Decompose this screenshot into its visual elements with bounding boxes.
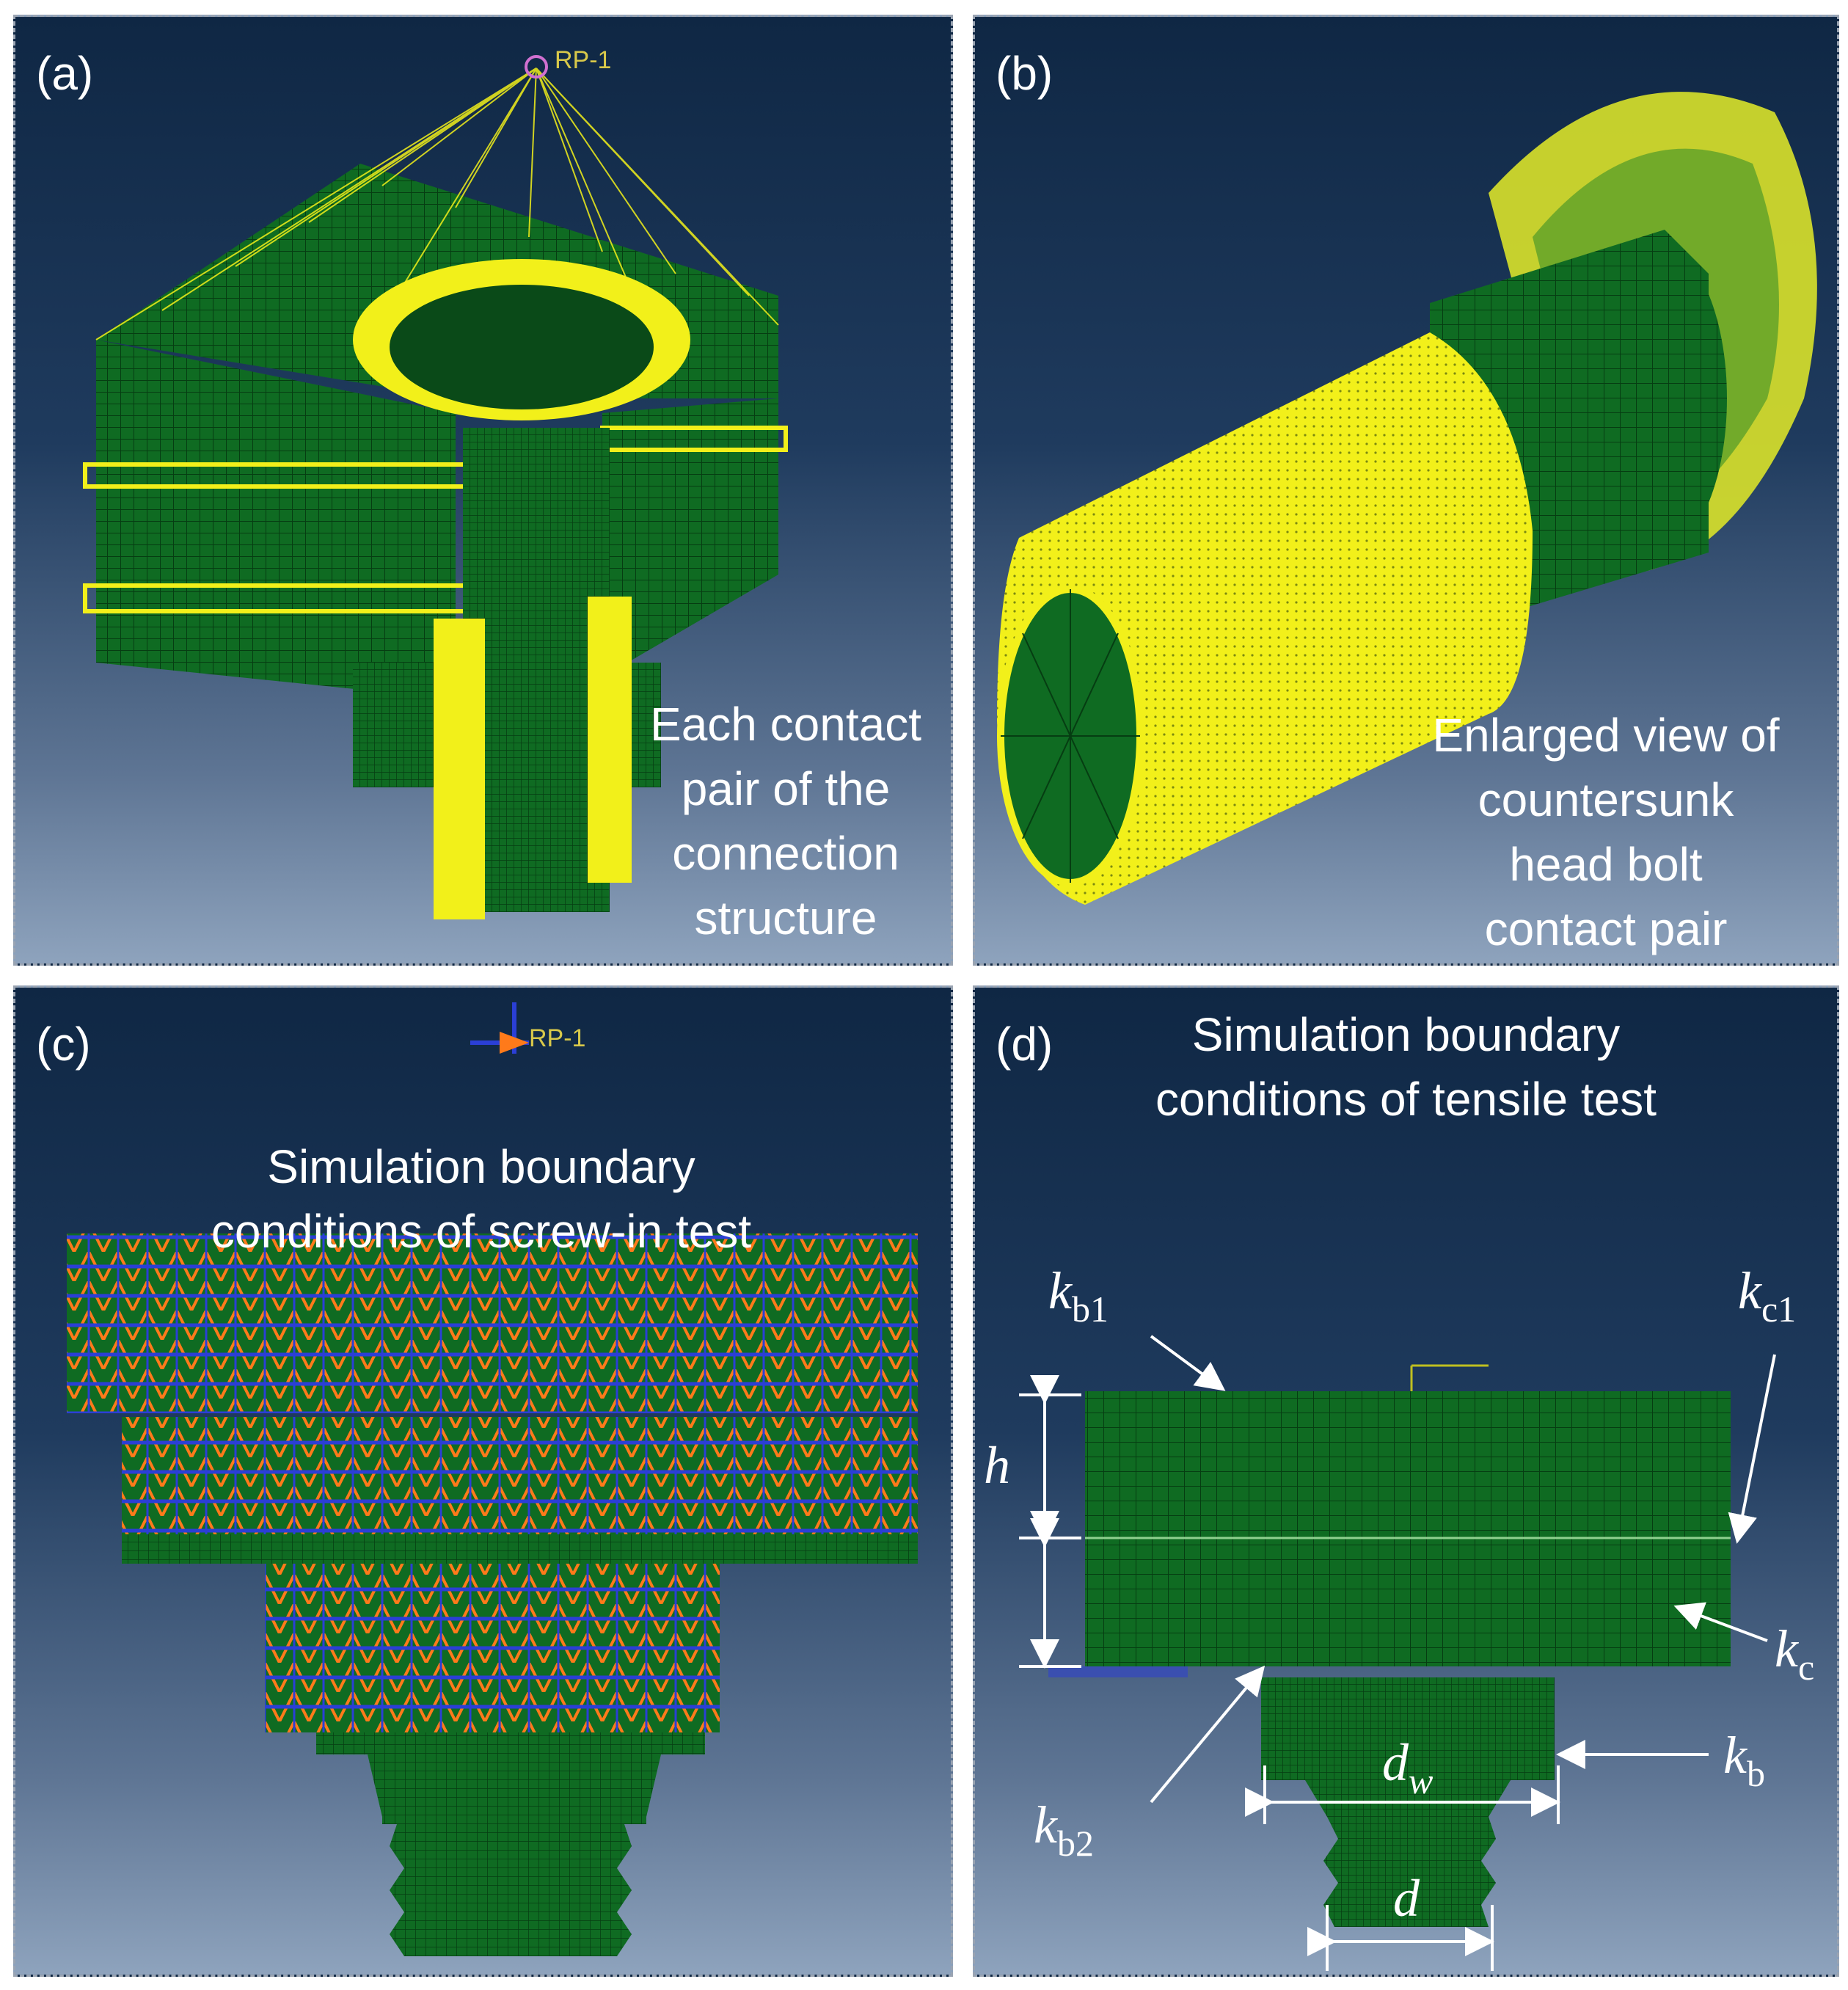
panel-c-model — [67, 1002, 918, 1956]
symbol-sub: b2 — [1056, 1823, 1094, 1864]
symbol-main: k — [1034, 1796, 1057, 1854]
panel-b-label: (b) — [996, 47, 1053, 100]
panel-c-caption: Simulation boundary conditions of screw-… — [125, 1134, 837, 1264]
symbol-main: k — [1723, 1726, 1747, 1785]
symbol-d: d — [1393, 1868, 1420, 1929]
end-face-radial-mesh — [1001, 589, 1140, 883]
symbol-dw: dw — [1382, 1732, 1433, 1801]
nut-flange — [316, 1732, 705, 1754]
axis-triad — [1410, 1364, 1489, 1391]
upper-plate-bc — [67, 1233, 918, 1413]
symbol-kb: kb — [1723, 1725, 1765, 1794]
symbol-sub: b1 — [1071, 1289, 1109, 1330]
caption-line: structure — [694, 892, 877, 944]
nut-body — [368, 1754, 661, 1824]
lower-plate — [1085, 1538, 1731, 1666]
symbol-sub: c1 — [1761, 1289, 1797, 1330]
h-dimension — [1019, 1375, 1081, 1669]
caption-line: countersunk — [1478, 773, 1734, 826]
symbol-main: d — [1393, 1869, 1420, 1928]
rp-1-marker — [470, 1002, 529, 1054]
caption-line: Simulation boundary — [267, 1140, 695, 1193]
thread-contact-right — [588, 597, 632, 883]
caption-line: conditions of screw-in test — [211, 1205, 752, 1258]
rp-1-label: RP-1 — [555, 46, 612, 74]
coupling-constraint-lines — [95, 68, 779, 340]
symbol-main: h — [984, 1436, 1010, 1495]
symbol-main: k — [1048, 1261, 1072, 1320]
lower-block-bc — [265, 1564, 720, 1732]
caption-line: head bolt — [1509, 838, 1703, 891]
panel-a-label: (a) — [36, 47, 94, 100]
symbol-main: d — [1382, 1733, 1409, 1792]
caption-line: Enlarged view of — [1432, 709, 1780, 762]
symbol-kb2: kb2 — [1034, 1795, 1094, 1864]
panel-a-caption: Each contact pair of the connection stru… — [617, 692, 951, 950]
panel-d-caption: Simulation boundary conditions of tensil… — [1048, 1002, 1764, 1131]
panel-b-model — [997, 92, 1817, 905]
symbol-sub: c — [1797, 1647, 1815, 1688]
caption-line: pair of the — [681, 762, 891, 815]
symbol-main: k — [1738, 1261, 1761, 1320]
nut-body — [1261, 1677, 1555, 1780]
panel-c: (c) RP-1 Simulation boundary conditions … — [13, 985, 953, 1977]
leader-arrows — [1150, 1335, 1776, 1804]
countersunk-head — [390, 285, 654, 409]
middle-plate-edge — [122, 1534, 918, 1564]
caption-line: conditions of tensile test — [1155, 1073, 1657, 1126]
caption-line: Simulation boundary — [1191, 1008, 1621, 1061]
symbol-sub: w — [1409, 1760, 1434, 1801]
caption-line: Each contact — [650, 698, 921, 751]
panel-a-model — [83, 55, 788, 919]
rp-1-label: RP-1 — [529, 1024, 586, 1052]
block-side-face — [602, 398, 778, 677]
bolt-thread — [390, 1824, 632, 1956]
thread-contact-left — [434, 619, 485, 919]
symbol-main: k — [1775, 1619, 1798, 1678]
d-dimension — [1307, 1905, 1494, 1971]
caption-line: contact pair — [1484, 903, 1728, 955]
bolt-head-end — [1588, 244, 1727, 553]
panel-b: (b) Enlarged view of countersunk head bo… — [973, 15, 1839, 966]
dw-dimension — [1245, 1765, 1560, 1824]
symbol-kc: kc — [1775, 1619, 1814, 1688]
panel-a: (a) RP-1 Each contact pair of the connec… — [13, 15, 953, 966]
caption-line: connection — [672, 827, 899, 880]
symbol-kb1: kb1 — [1048, 1261, 1109, 1330]
upper-plate — [1085, 1391, 1731, 1538]
panel-d: (d) Simulation boundary conditions of te… — [973, 985, 1839, 1977]
symbol-h: h — [984, 1435, 1010, 1496]
panel-c-label: (c) — [36, 1018, 91, 1071]
symbol-sub: b — [1746, 1753, 1765, 1794]
middle-plate-bc — [122, 1417, 918, 1534]
symbol-kc1: kc1 — [1738, 1261, 1796, 1330]
rp-1-marker — [525, 55, 548, 79]
bolt-thread — [1323, 1817, 1496, 1927]
panel-d-label: (d) — [996, 1018, 1053, 1071]
bc-strip — [1048, 1666, 1188, 1677]
panel-b-caption: Enlarged view of countersunk head bolt c… — [1386, 703, 1826, 961]
panel-d-model — [1019, 1335, 1776, 1971]
